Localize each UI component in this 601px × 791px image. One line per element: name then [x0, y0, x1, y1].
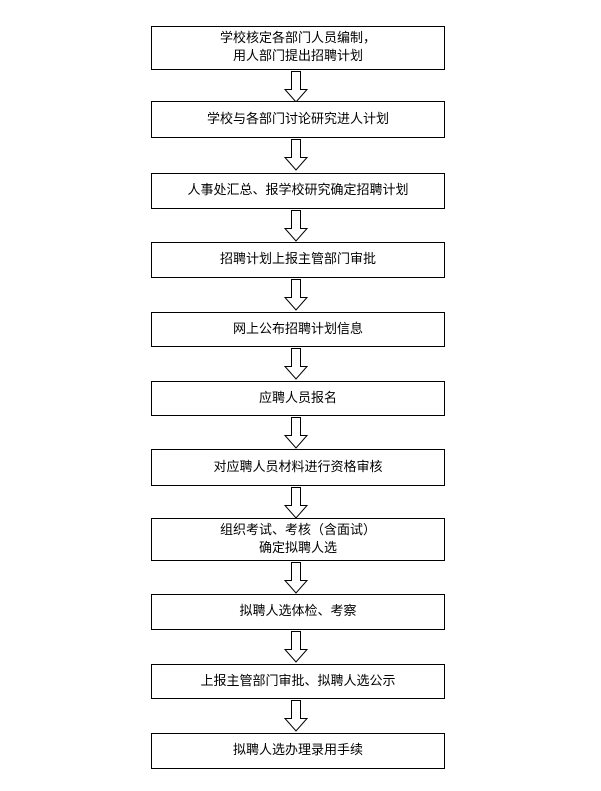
step-10-line-1: 上报主管部门审批、拟聘人选公示	[200, 673, 396, 689]
step-6-box: 应聘人员报名	[151, 381, 445, 416]
step-1-line-1: 学校核定各部门人员编制，	[219, 31, 376, 46]
step-1-line-2: 用人部门提出招聘计划	[232, 49, 363, 64]
step-8-line-2: 确定拟聘人选	[258, 540, 337, 556]
arrow-down-icon	[283, 631, 309, 663]
step-3-box: 人事处汇总、报学校研究确定招聘计划	[151, 173, 445, 209]
arrow-down-icon	[283, 417, 309, 449]
step-10-box: 上报主管部门审批、拟聘人选公示	[151, 664, 445, 699]
step-5-line-1: 网上公布招聘计划信息	[232, 321, 363, 337]
arrow-down-icon	[283, 71, 309, 103]
arrow-down-icon	[283, 139, 309, 171]
step-4-line-1: 招聘计划上报主管部门审批	[219, 252, 376, 267]
arrow-down-icon	[283, 562, 309, 594]
step-5-box: 网上公布招聘计划信息	[151, 312, 445, 347]
step-7-box: 对应聘人员材料进行资格审核	[151, 449, 445, 486]
arrow-down-icon	[283, 279, 309, 311]
step-3-line-1: 人事处汇总、报学校研究确定招聘计划	[187, 183, 409, 198]
step-11-line-1: 拟聘人选办理录用手续	[232, 743, 363, 758]
step-6-line-1: 应聘人员报名	[258, 390, 337, 406]
arrow-down-icon	[283, 487, 309, 519]
arrow-down-icon	[283, 210, 309, 242]
step-9-box: 拟聘人选体检、考察	[151, 594, 445, 630]
arrow-down-icon	[283, 700, 309, 732]
step-2-line-1: 学校与各部门讨论研究进人计划	[206, 111, 389, 127]
step-11-box: 拟聘人选办理录用手续	[151, 733, 445, 769]
step-2-box: 学校与各部门讨论研究进人计划	[151, 101, 445, 138]
step-8-line-1: 组织考试、考核（含面试）	[219, 522, 376, 538]
step-7-line-1: 对应聘人员材料进行资格审核	[213, 459, 383, 475]
step-9-line-1: 拟聘人选体检、考察	[239, 604, 357, 619]
step-8-box: 组织考试、考核（含面试） 确定拟聘人选	[151, 518, 445, 561]
arrow-down-icon	[283, 348, 309, 380]
step-1-box: 学校核定各部门人员编制， 用人部门提出招聘计划	[151, 26, 445, 70]
step-4-box: 招聘计划上报主管部门审批	[151, 242, 445, 278]
